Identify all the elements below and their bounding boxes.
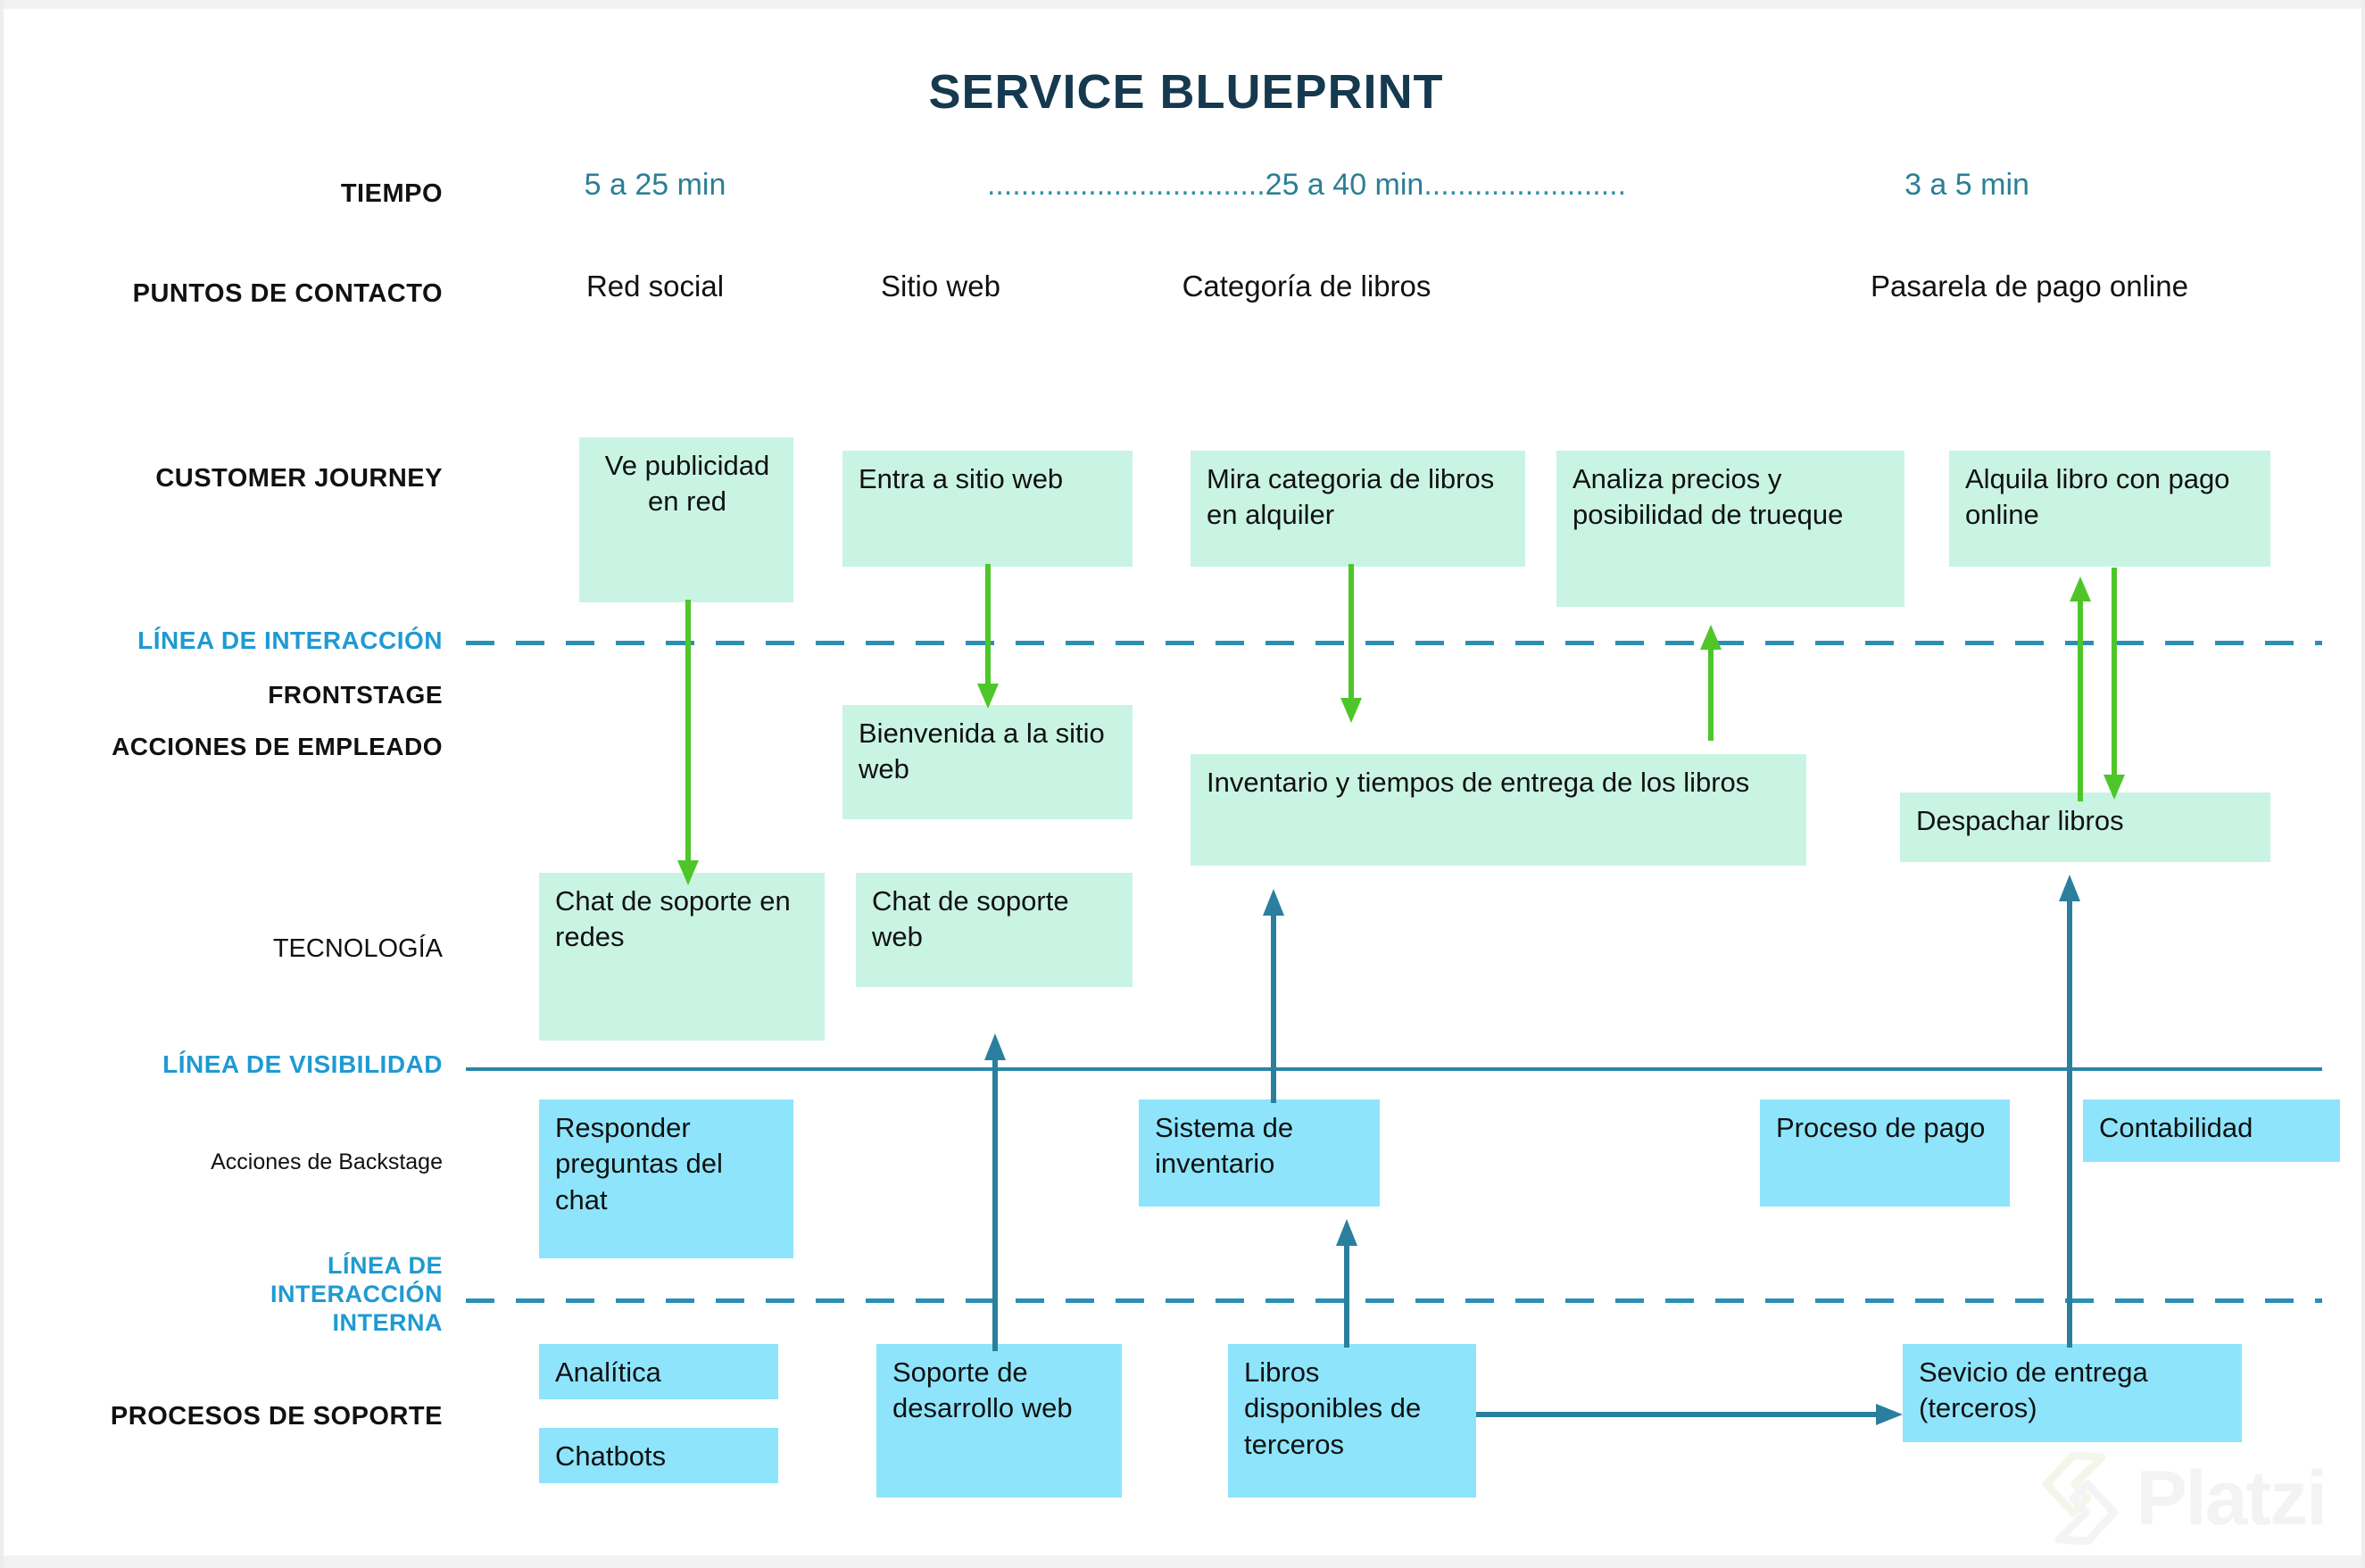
arrow-green-up-despachar-to-alquila <box>2067 577 2094 801</box>
tiempo-dots-right: ........................ <box>1423 168 1627 202</box>
tiempo-col-right: 3 a 5 min <box>1904 168 2029 202</box>
rail-label-customer-journey: CUSTOMER JOURNEY <box>155 464 443 493</box>
tiempo-col1: 5 a 25 min <box>584 168 726 202</box>
rail-label-frontstage: FRONTSTAGE <box>268 681 443 709</box>
journey-box-analiza-precios[interactable]: Analiza precios y posibilidad de trueque <box>1556 451 1904 607</box>
tecnologia-box-chat-redes[interactable]: Chat de soporte en redes <box>539 873 825 1041</box>
arrow-green-mira-categoria-to-inventario <box>1338 564 1365 725</box>
touchpoint-red-social: Red social <box>585 270 725 303</box>
backstage-box-proceso-de-pago[interactable]: Proceso de pago <box>1760 1099 2010 1207</box>
touchpoint-categoria-de-libros: Categoría de libros <box>1182 270 1431 303</box>
rail-label-tiempo: TIEMPO <box>340 179 443 208</box>
rail-label-linea-de-visibilidad: LÍNEA DE VISIBILIDAD <box>162 1050 443 1078</box>
rail-label-lii-line3: INTERNA <box>332 1308 443 1336</box>
arrow-blue-soporte-desarrollo-to-chat-web <box>982 1033 1008 1351</box>
soporte-box-analitica[interactable]: Analítica <box>539 1344 778 1399</box>
platzi-watermark: Platzi <box>2037 1452 2328 1545</box>
rail-label-lii-line1: LÍNEA DE <box>327 1252 443 1279</box>
rail-label-acciones-de-empleado: ACCIONES DE EMPLEADO <box>112 733 443 760</box>
page-title: SERVICE BLUEPRINT <box>928 65 1444 119</box>
arrow-blue-libros-disponibles-to-sistema-inventario <box>1333 1219 1360 1348</box>
arrow-blue-sistema-inventario-to-inventario <box>1260 889 1287 1103</box>
linea-de-interaccion-interna-line <box>466 1298 2322 1303</box>
arrow-green-ve-publicidad-to-chat-redes <box>675 600 701 887</box>
frontstage-box-despachar-libros[interactable]: Despachar libros <box>1900 792 2270 862</box>
journey-box-alquila-libro[interactable]: Alquila libro con pago online <box>1949 451 2270 567</box>
arrow-green-entra-sitio-to-bienvenida <box>975 564 1001 710</box>
tiempo-dots-left: ................................. <box>986 168 1265 202</box>
journey-box-mira-categoria[interactable]: Mira categoria de libros en alquiler <box>1191 451 1525 567</box>
rail-label-acciones-de-backstage: Acciones de Backstage <box>211 1149 443 1174</box>
soporte-box-chatbots[interactable]: Chatbots <box>539 1428 778 1483</box>
tiempo-col-mid: 25 a 40 min <box>1265 168 1424 202</box>
arrow-blue-libros-to-sevicio-entrega <box>1476 1401 1904 1428</box>
arrow-green-up-to-analiza-precios <box>1697 625 1724 741</box>
frontstage-box-bienvenida[interactable]: Bienvenida a la sitio web <box>842 705 1133 819</box>
touchpoint-sitio-web: Sitio web <box>881 270 1000 303</box>
journey-box-ve-publicidad[interactable]: Ve publicidad en red <box>579 437 793 602</box>
arrow-blue-sevicio-entrega-to-despachar <box>2056 875 2083 1348</box>
rail-label-lii-line2: INTERACCIÓN <box>270 1280 443 1307</box>
rail-label-tecnologia: TECNOLOGÍA <box>272 934 443 963</box>
touchpoint-pasarela-de-pago-online: Pasarela de pago online <box>1871 270 2188 303</box>
rail-label-puntos-de-contacto: PUNTOS DE CONTACTO <box>132 279 443 308</box>
rail-label-procesos-de-soporte: PROCESOS DE SOPORTE <box>110 1402 443 1431</box>
tecnologia-box-chat-web[interactable]: Chat de soporte web <box>856 873 1133 987</box>
rail-label-linea-de-interaccion-interna: LÍNEA DE INTERACCIÓN INTERNA <box>270 1252 443 1338</box>
backstage-box-sistema-de-inventario[interactable]: Sistema de inventario <box>1139 1099 1380 1207</box>
linea-de-visibilidad-line <box>466 1067 2322 1071</box>
rail-label-linea-de-interaccion: LÍNEA DE INTERACCIÓN <box>137 626 443 654</box>
soporte-box-libros-disponibles[interactable]: Libros disponibles de terceros <box>1228 1344 1476 1497</box>
backstage-box-responder-preguntas[interactable]: Responder preguntas del chat <box>539 1099 793 1258</box>
arrow-green-down-alquila-to-despachar <box>2101 568 2128 801</box>
frontstage-box-inventario[interactable]: Inventario y tiempos de entrega de los l… <box>1191 754 1806 866</box>
platzi-logo-icon <box>2042 1452 2119 1545</box>
platzi-watermark-text: Platzi <box>2136 1455 2328 1541</box>
soporte-box-sevicio-de-entrega[interactable]: Sevicio de entrega (terceros) <box>1903 1344 2242 1442</box>
backstage-box-contabilidad[interactable]: Contabilidad <box>2083 1099 2340 1162</box>
linea-de-interaccion-line <box>466 641 2322 645</box>
journey-box-entra-a-sitio-web[interactable]: Entra a sitio web <box>842 451 1133 567</box>
soporte-box-soporte-desarrollo-web[interactable]: Soporte de desarrollo web <box>876 1344 1122 1497</box>
